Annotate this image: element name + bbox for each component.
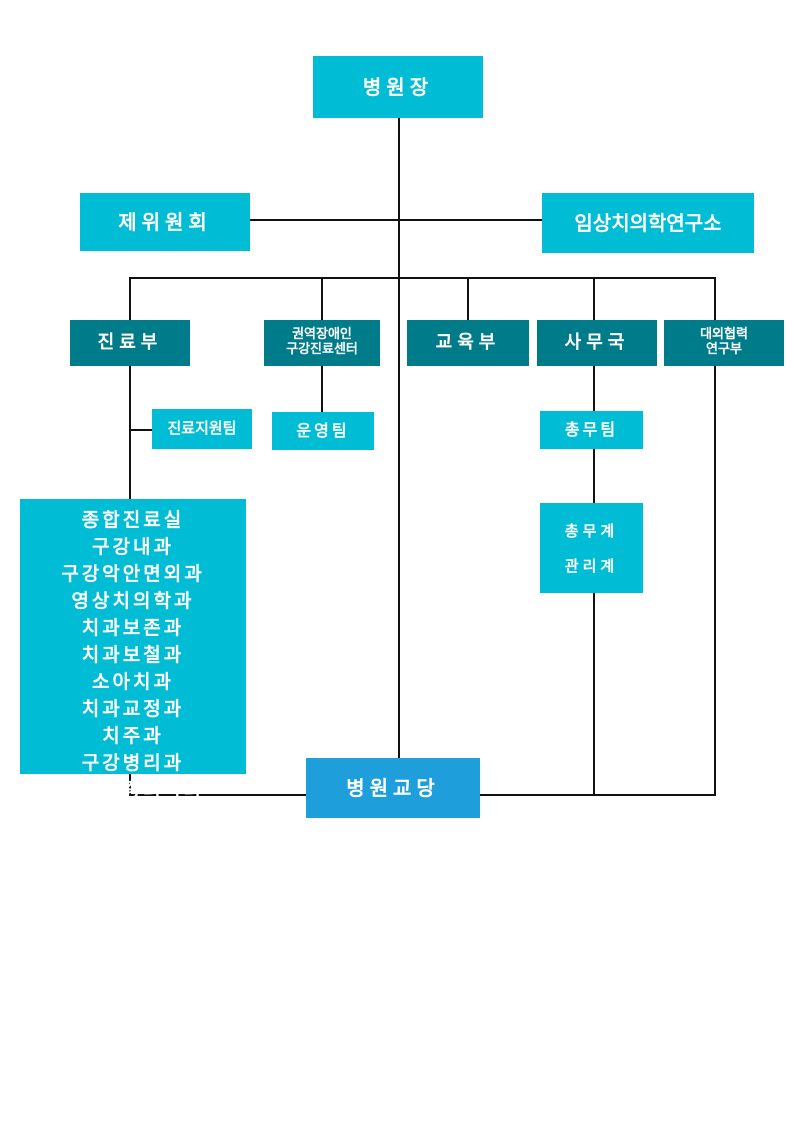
connector-education-stub <box>467 277 469 320</box>
connector-clinical-down <box>129 366 131 499</box>
general-affairs-unit-item: 관리계 <box>564 557 619 575</box>
clinical-unit-item: 치주과 <box>102 725 164 747</box>
connector-external-stub <box>714 277 716 320</box>
connector-clinical-stub <box>129 277 131 320</box>
general-affairs-units-box: 총무계 관리계 <box>540 503 643 593</box>
clinical-unit-item: 치과보철과 <box>81 644 185 666</box>
operations-team-box: 운영팀 <box>272 412 374 450</box>
clinical-unit-item: 감염관리실 <box>81 887 185 909</box>
connector-committee-row <box>250 219 542 221</box>
clinical-unit-item: 구강내과 <box>92 536 174 558</box>
regional-center-line2: 구강진료센터 <box>286 342 358 357</box>
clinical-unit-item: 중앙소독실 <box>81 914 185 936</box>
connector-bottom-left-down <box>129 774 131 796</box>
connector-admin-stub <box>593 277 595 320</box>
external-dept-line1: 대외협력 <box>700 327 748 343</box>
clinical-unit-item: 구강병리과 <box>81 752 185 774</box>
committees-box: 제위원회 <box>80 193 250 251</box>
admin-office-box: 사무국 <box>537 320 657 366</box>
clinical-unit-item: 종합진료실 <box>81 509 185 531</box>
chaplaincy-box: 병원교당 <box>306 758 480 818</box>
external-dept-box: 대외협력 연구부 <box>664 320 784 366</box>
clinical-unit-item: 영상치의학과 <box>71 590 195 612</box>
director-box: 병원장 <box>313 56 483 118</box>
clinical-unit-item: 치과교정과 <box>81 698 185 720</box>
connector-center-stub <box>321 277 323 320</box>
clinical-unit-item: 치과보존과 <box>81 617 185 639</box>
general-affairs-team-box: 총무팀 <box>540 411 643 449</box>
connector-trunk <box>398 116 400 764</box>
clinical-unit-item: 입원실 <box>102 833 164 855</box>
education-dept-box: 교육부 <box>407 320 529 366</box>
clinical-units-box: 종합진료실 구강내과 구강악안면외과 영상치의학과 치과보존과 치과보철과 소아… <box>20 499 246 936</box>
connector-external-down <box>714 366 716 796</box>
research-institute-box: 임상치의학연구소 <box>542 193 754 253</box>
clinical-unit-item: 중앙기공실 <box>81 860 185 882</box>
regional-center-box: 권역장애인 구강진료센터 <box>264 320 380 366</box>
clinical-unit-item: 소아치과 <box>92 671 174 693</box>
connector-center-down <box>321 366 323 412</box>
external-dept-line2: 연구부 <box>706 342 742 357</box>
connector-dept-bus <box>129 277 715 279</box>
general-affairs-unit-item: 총무계 <box>564 522 619 540</box>
clinical-unit-item: 응급실 <box>102 806 164 828</box>
clinical-dept-box: 진료부 <box>70 320 190 366</box>
clinical-unit-item: 마취통증의학과 <box>61 779 205 801</box>
clinical-unit-item: 구강악안면외과 <box>61 563 205 585</box>
clinical-support-team-box: 진료지원팀 <box>152 409 252 449</box>
connector-clinical-support <box>129 429 152 431</box>
regional-center-line1: 권역장애인 <box>292 327 352 343</box>
